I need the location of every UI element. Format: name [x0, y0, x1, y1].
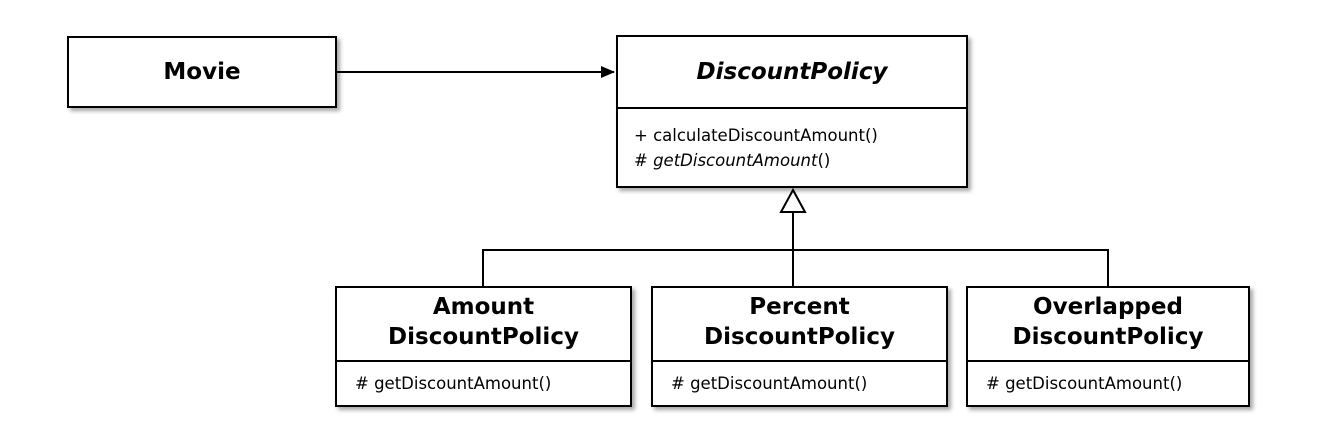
discount-policy-class-name: DiscountPolicy [696, 59, 888, 85]
method-name: getDiscountAmount [653, 151, 818, 170]
method-get-discount-amount: # getDiscountAmount() [986, 374, 1183, 393]
overlapped-discount-policy-class-name: Overlapped DiscountPolicy [968, 292, 1248, 352]
overlapped-discount-policy-class[interactable]: Overlapped DiscountPolicy # getDiscountA… [966, 286, 1250, 407]
class-name-line2: DiscountPolicy [388, 324, 579, 350]
method-parens: () [864, 126, 878, 145]
method-calculate-discount-amount: + calculateDiscountAmount() [634, 125, 878, 147]
movie-class-name: Movie [163, 59, 241, 85]
discount-policy-divider [618, 107, 966, 109]
percent-discount-policy-class-name: Percent DiscountPolicy [653, 292, 946, 352]
class-name-line1: Amount [432, 294, 535, 320]
inheritance-line [482, 249, 1109, 286]
method-parens: () [817, 151, 831, 170]
method-visibility: # [634, 151, 654, 170]
method-get-discount-amount: # getDiscountAmount() [355, 374, 552, 393]
class-name-line1: Overlapped [1033, 294, 1183, 320]
method-get-discount-amount-abstract: # getDiscountAmount() [634, 150, 830, 172]
percent-discount-policy-class[interactable]: Percent DiscountPolicy # getDiscountAmou… [651, 286, 948, 407]
amount-discount-policy-class-name: Amount DiscountPolicy [337, 292, 630, 352]
method-name: calculateDiscountAmount [653, 126, 865, 145]
overlapped-divider [968, 360, 1248, 362]
method-get-discount-amount: # getDiscountAmount() [671, 374, 868, 393]
class-name-line2: DiscountPolicy [704, 324, 895, 350]
amount-divider [337, 360, 630, 362]
class-name-line1: Percent [749, 294, 850, 320]
percent-divider [653, 360, 946, 362]
discount-policy-class[interactable]: DiscountPolicy + calculateDiscountAmount… [616, 35, 968, 188]
method-visibility: + [634, 126, 654, 145]
class-name-line2: DiscountPolicy [1012, 324, 1204, 350]
inheritance-triangle [779, 187, 807, 213]
amount-discount-policy-class[interactable]: Amount DiscountPolicy # getDiscountAmoun… [335, 286, 632, 407]
movie-class[interactable]: Movie [67, 36, 337, 108]
